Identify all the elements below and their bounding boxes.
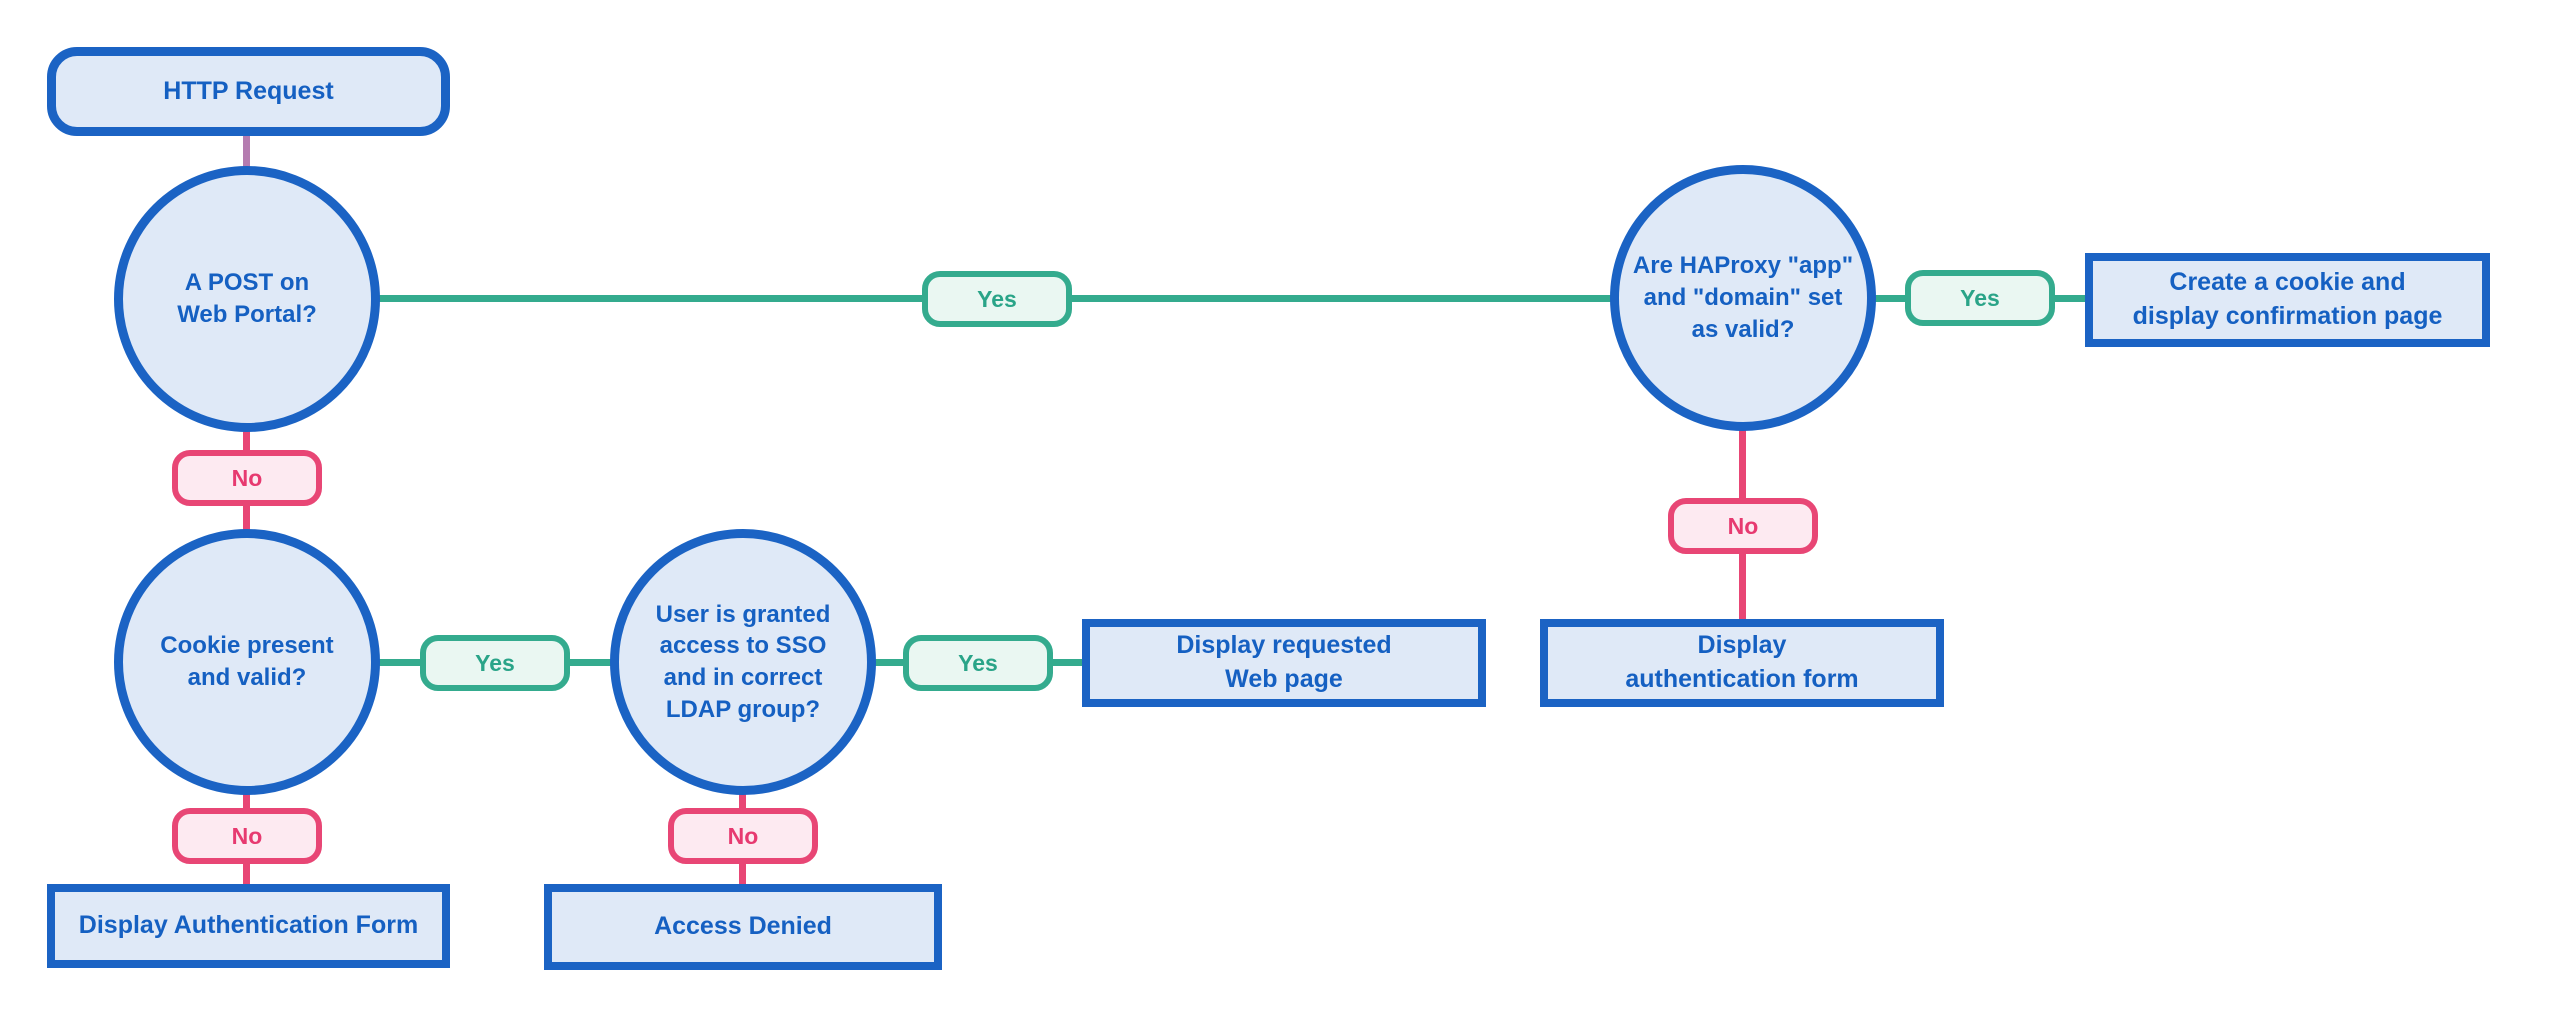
connector-start-line — [243, 118, 250, 178]
action-node-display-authentication-form-right: Display authentication form — [1540, 619, 1944, 707]
action-node-display-requested-web-page: Display requested Web page — [1082, 619, 1486, 707]
action-node-access-denied: Access Denied — [544, 884, 942, 970]
connector-yes-top-row-line — [250, 295, 2093, 302]
edge-label-no-cookie-to-auth-form: No — [172, 808, 322, 864]
decision-node-cookie-present-valid: Cookie present and valid? — [114, 529, 380, 795]
edge-label-no-ldap-to-access-denied: No — [668, 808, 818, 864]
edge-label-yes-post-to-haproxy: Yes — [922, 271, 1072, 327]
decision-node-post-on-web-portal: A POST on Web Portal? — [114, 166, 380, 432]
edge-label-yes-cookie-to-ldap: Yes — [420, 635, 570, 691]
action-node-display-authentication-form-left: Display Authentication Form — [47, 884, 450, 968]
decision-node-user-granted-sso-ldap: User is granted access to SSO and in cor… — [610, 529, 876, 795]
start-node-http-request: HTTP Request — [47, 47, 450, 136]
edge-label-no-post-to-cookie: No — [172, 450, 322, 506]
action-node-create-cookie: Create a cookie and display confirmation… — [2085, 253, 2490, 347]
edge-label-yes-haproxy-to-create-cookie: Yes — [1905, 270, 2055, 326]
connector-no-middle-column-line — [739, 700, 746, 890]
edge-label-no-haproxy-to-auth-form: No — [1668, 498, 1818, 554]
decision-node-haproxy-app-domain-valid: Are HAProxy "app" and "domain" set as va… — [1610, 165, 1876, 431]
edge-label-yes-ldap-to-requested-page: Yes — [903, 635, 1053, 691]
